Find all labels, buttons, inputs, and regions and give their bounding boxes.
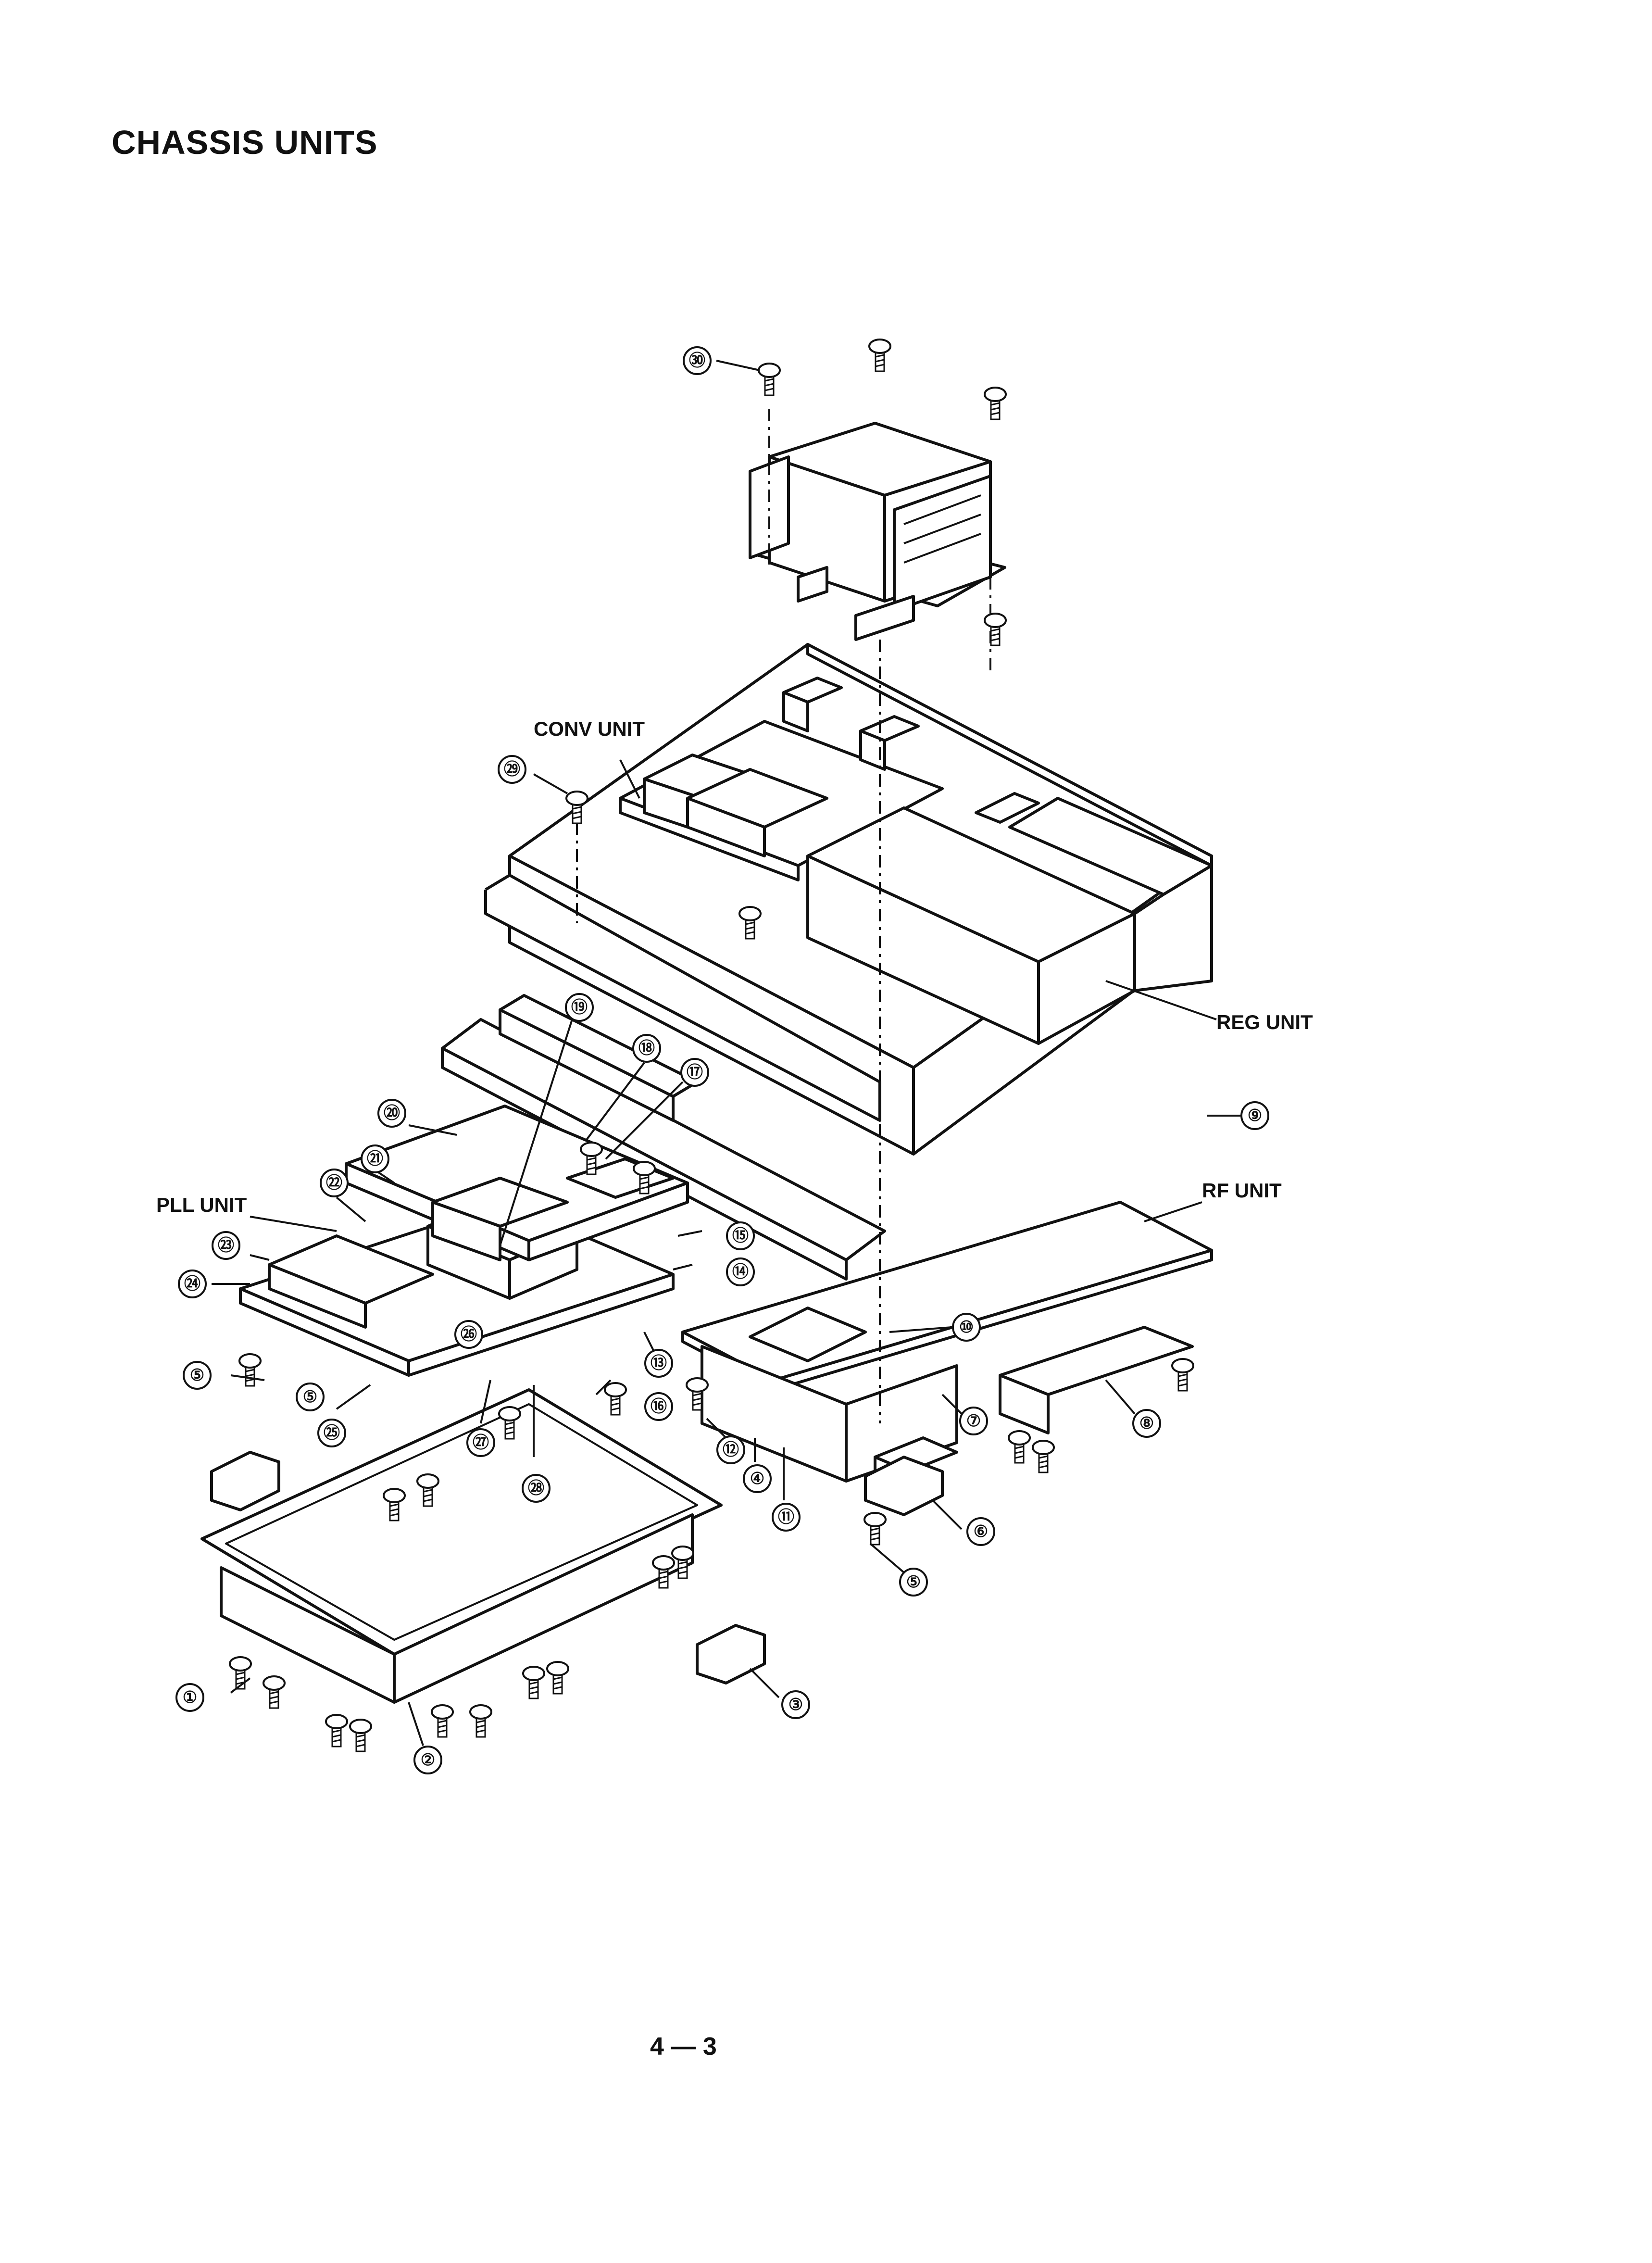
callout-10: ⑩ (953, 1314, 980, 1341)
svg-text:㉒: ㉒ (326, 1174, 342, 1192)
screw-icon (605, 1383, 626, 1415)
label-pll-unit: PLL UNIT (156, 1194, 247, 1216)
screw-icon (1009, 1431, 1030, 1463)
screw-icon (1172, 1359, 1193, 1391)
callout-22: ㉒ (321, 1169, 348, 1196)
callout-1: ① (176, 1684, 203, 1711)
callout-5b: ⑤ (297, 1383, 324, 1410)
svg-text:⑤: ⑤ (190, 1366, 204, 1384)
svg-text:⑳: ⑳ (384, 1104, 400, 1122)
callout-21: ㉑ (362, 1145, 388, 1172)
svg-text:㉗: ㉗ (473, 1433, 489, 1452)
svg-text:⑭: ⑭ (732, 1263, 749, 1281)
callout-30: ㉚ (684, 347, 711, 374)
screw-icon (230, 1657, 251, 1689)
svg-text:㉑: ㉑ (367, 1150, 383, 1168)
svg-text:⑦: ⑦ (966, 1412, 981, 1430)
callout-29: ㉙ (499, 756, 526, 783)
callout-26: ㉖ (455, 1321, 482, 1348)
svg-text:①: ① (183, 1688, 197, 1707)
callout-7: ⑦ (960, 1408, 987, 1434)
svg-text:⑰: ⑰ (687, 1063, 703, 1081)
label-conv-unit: CONV UNIT (534, 717, 645, 740)
callout-3: ③ (782, 1691, 809, 1718)
callout-23: ㉓ (213, 1232, 239, 1259)
callout-2: ② (414, 1747, 441, 1773)
svg-text:②: ② (421, 1751, 435, 1769)
callout-5a: ⑤ (184, 1362, 211, 1389)
callout-12: ⑫ (717, 1436, 744, 1463)
callout-14: ⑭ (727, 1258, 754, 1285)
callout-20: ⑳ (378, 1100, 405, 1127)
screw-icon (239, 1354, 261, 1386)
svg-text:⑧: ⑧ (1139, 1414, 1154, 1433)
svg-text:④: ④ (750, 1470, 764, 1488)
svg-text:③: ③ (788, 1696, 803, 1714)
callout-24: ㉔ (179, 1270, 206, 1297)
svg-text:㉙: ㉙ (504, 760, 520, 779)
callout-28: ㉘ (523, 1475, 550, 1502)
callout-4: ④ (744, 1465, 771, 1492)
svg-text:⑲: ⑲ (571, 998, 588, 1017)
transformer (750, 423, 1005, 640)
svg-text:㉓: ㉓ (218, 1236, 234, 1255)
svg-text:㉚: ㉚ (689, 352, 705, 370)
svg-text:⑮: ⑮ (732, 1227, 749, 1245)
svg-text:⑨: ⑨ (1248, 1106, 1262, 1125)
page-number: 4 — 3 (650, 2032, 717, 2061)
svg-text:㉔: ㉔ (184, 1275, 200, 1293)
svg-text:⑯: ⑯ (651, 1397, 667, 1416)
callout-9: ⑨ (1241, 1102, 1268, 1129)
screw-icon (547, 1662, 568, 1694)
callout-6: ⑥ (967, 1518, 994, 1545)
callout-5c: ⑤ (900, 1569, 927, 1596)
svg-text:⑫: ⑫ (723, 1441, 739, 1459)
screw-icon (869, 339, 890, 371)
label-reg-unit: REG UNIT (1216, 1011, 1313, 1033)
svg-text:⑪: ⑪ (778, 1508, 794, 1526)
screw-icon (759, 364, 780, 395)
screw-icon (1033, 1441, 1054, 1472)
screw-icon (470, 1705, 491, 1737)
label-rf-unit: RF UNIT (1202, 1179, 1282, 1202)
callout-8: ⑧ (1133, 1410, 1160, 1437)
screw-icon (864, 1513, 886, 1545)
svg-text:⑩: ⑩ (959, 1318, 974, 1336)
screw-icon (326, 1715, 347, 1747)
svg-text:⑤: ⑤ (906, 1573, 921, 1591)
svg-text:⑬: ⑬ (651, 1354, 667, 1372)
bottom-tray (202, 1390, 721, 1702)
svg-text:㉘: ㉘ (528, 1479, 544, 1497)
svg-text:㉕: ㉕ (324, 1424, 340, 1442)
screw-icon (263, 1676, 285, 1708)
callout-11: ⑪ (773, 1504, 800, 1531)
callout-17: ⑰ (681, 1059, 708, 1086)
callout-16: ⑯ (645, 1393, 672, 1420)
callout-19: ⑲ (566, 994, 593, 1021)
screw-icon (432, 1705, 453, 1737)
svg-text:⑱: ⑱ (638, 1039, 655, 1057)
screw-icon (985, 614, 1006, 645)
screw-icon (523, 1667, 544, 1698)
svg-text:㉖: ㉖ (461, 1325, 477, 1344)
svg-text:⑤: ⑤ (303, 1388, 317, 1406)
callout-18: ⑱ (633, 1035, 660, 1062)
callout-13: ⑬ (645, 1350, 672, 1377)
rf-unit-board (683, 1202, 1212, 1491)
svg-text:⑥: ⑥ (974, 1522, 988, 1541)
callout-25: ㉕ (318, 1420, 345, 1446)
screw-icon (350, 1720, 371, 1751)
callout-27: ㉗ (467, 1429, 494, 1456)
callout-15: ⑮ (727, 1222, 754, 1249)
screw-icon (985, 388, 1006, 419)
